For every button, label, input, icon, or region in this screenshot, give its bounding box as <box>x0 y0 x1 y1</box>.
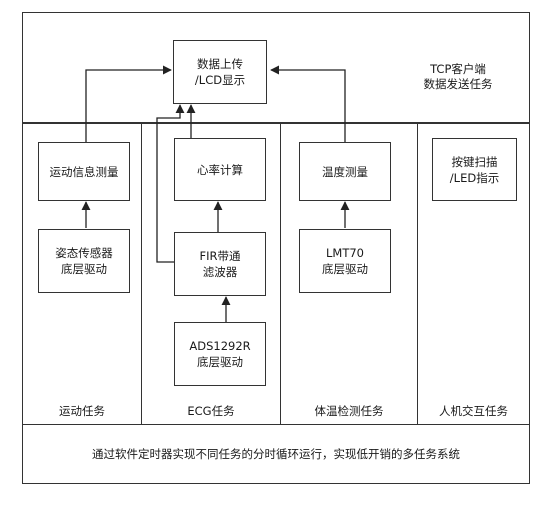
key-scan-led-box: 按键扫描 /LED指示 <box>432 138 517 201</box>
fir-filter-box: FIR带通 滤波器 <box>174 232 266 296</box>
motion-driver-box: 姿态传感器 底层驱动 <box>38 229 130 293</box>
lmt70-driver-box: LMT70 底层驱动 <box>299 229 391 293</box>
ads1292r-driver-box: ADS1292R 底层驱动 <box>174 322 266 386</box>
hmi-task-label: 人机交互任务 <box>439 404 508 418</box>
ecg-task-label: ECG任务 <box>187 404 235 418</box>
upload-display-box: 数据上传 /LCD显示 <box>173 40 267 104</box>
tcp-task-label: TCP客户端 数据发送任务 <box>423 62 493 91</box>
heart-rate-box: 心率计算 <box>174 138 266 201</box>
hmi-task-column <box>417 122 530 425</box>
motion-measure-box: 运动信息测量 <box>38 142 130 201</box>
motion-task-label: 运动任务 <box>59 404 105 418</box>
temp-task-label: 体温检测任务 <box>314 404 384 418</box>
footer-description: 通过软件定时器实现不同任务的分时循环运行，实现低开销的多任务系统 <box>92 447 460 461</box>
temp-measure-box: 温度测量 <box>299 142 391 201</box>
